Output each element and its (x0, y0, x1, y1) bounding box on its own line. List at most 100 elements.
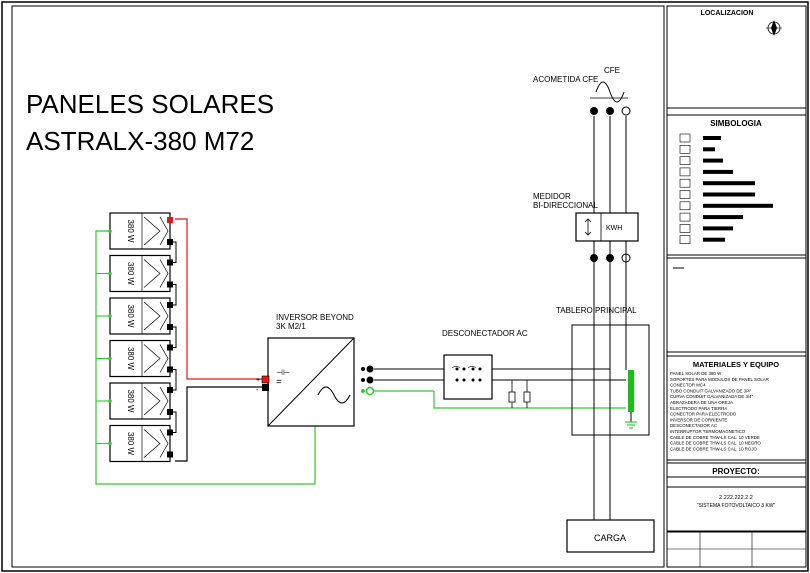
panel-terminal-negative (167, 239, 173, 245)
legend-row (679, 145, 715, 154)
materiales-title: MATERIALES Y EQUIPO (693, 360, 779, 369)
materiales-item: ELECTRODO PARA TIERRA (670, 406, 727, 411)
proyecto-code: 2.222.222.2.2 (719, 495, 753, 501)
ac-disconnect: ⌒ ⌒ (443, 354, 493, 400)
legend-text-bar (703, 215, 743, 220)
legend-row (679, 224, 733, 233)
legend-symbol-icon (679, 201, 691, 211)
legend-row (679, 212, 743, 222)
carga-box (566, 519, 655, 553)
legend-symbol-icon (679, 156, 691, 165)
legend-symbol-icon (679, 145, 691, 154)
panel-terminal-positive (167, 217, 173, 223)
legend-text-bar (703, 203, 773, 208)
materiales-item: ABRAZADERA DE UNA OREJA (670, 400, 733, 405)
panel-terminal-negative (167, 366, 173, 373)
legend-symbol-icon (679, 167, 691, 177)
panel-rating-label: 380 W (126, 432, 135, 456)
solar-panel: 380 W (96, 424, 173, 463)
bidirectional-meter (575, 212, 639, 242)
legend-row (679, 201, 773, 211)
legend-symbol-icon (679, 235, 691, 244)
series-jumper (173, 284, 177, 306)
legend-text-bar (703, 192, 755, 197)
legend-row (679, 156, 723, 165)
localizacion-label: LOCALIZACION (701, 10, 754, 17)
solar-panel: 380 W (96, 297, 177, 348)
panel-terminal-positive (167, 302, 173, 308)
simbologia-legend (679, 133, 773, 244)
legend-symbol-icon (679, 178, 691, 188)
panel-rating-label: 380 W (126, 219, 135, 243)
series-jumper (173, 369, 177, 391)
meter-label-1: MEDIDOR (533, 192, 571, 201)
solar-panel: 380 W (96, 254, 177, 306)
legend-text-bar (703, 237, 725, 242)
materiales-item: SOPORTES PARA MODULOS DE PANEL SOLAR (670, 377, 769, 382)
materiales-item: CABLE DE COBRE THW-LS CAL. 10 ROJO (670, 446, 758, 451)
legend-symbol-icon (679, 224, 691, 233)
ground-bus (628, 370, 634, 412)
legend-symbol-icon (679, 133, 691, 143)
panel-terminal-negative (167, 409, 173, 415)
panel-terminal-positive (167, 259, 173, 266)
acometida-label: ACOMETIDA CFE (533, 75, 598, 84)
tablero-ground-wire (433, 391, 626, 409)
legend-symbol-icon (679, 190, 691, 199)
panel-rating-label: 380 W (126, 347, 135, 371)
legend-row (679, 190, 755, 199)
materiales-item: CABLE DE COBRE THW-LS CAL. 10 VERDE (670, 435, 760, 440)
dc-positive-wire (175, 218, 262, 380)
panel-terminal-positive (167, 387, 173, 393)
proyecto-name: "SISTEMA FOTOVOLTAICO 3 KW" (697, 503, 776, 509)
legend-text-bar (703, 169, 733, 174)
legend-text-bar (703, 147, 715, 152)
legend-text-bar (703, 181, 755, 186)
svg-text:⊣⊢: ⊣⊢ (276, 368, 290, 377)
inverter-label-2: 3K M2/1 (276, 322, 306, 331)
panel-terminal-positive (167, 429, 173, 436)
meter-label-2: BI-DIRECCIONAL (533, 201, 598, 210)
materiales-item: INVERSOR DE CORRIENTE (670, 417, 727, 422)
panel-terminal-negative (167, 281, 173, 288)
solar-panel: 380 W (96, 339, 177, 391)
series-jumper (173, 241, 177, 263)
panel-rating-label: 380 W (126, 304, 135, 328)
proyecto-label: PROYECTO: (712, 467, 759, 476)
title-line-1: PANELES SOLARES (26, 89, 274, 119)
solar-panel-string: 380 W 380 W 380 W 380 W 380 W 380 W (96, 212, 177, 463)
service-terminals (590, 106, 631, 263)
legend-row (679, 133, 721, 143)
legend-row (679, 178, 755, 188)
series-jumper (173, 411, 177, 433)
simbologia-label: SIMBOLOGIA (710, 119, 762, 128)
materiales-item: CONECTOR PARA ELECTRODO (670, 412, 737, 417)
panel-rating-label: 380 W (126, 262, 135, 286)
legend-text-bar (703, 158, 723, 163)
inverter-output-terminals (361, 365, 375, 396)
materiales-item: CURVA CONDUIT GALVANIZADA DE 3/4" (670, 394, 754, 399)
panel-rating-label: 380 W (126, 389, 135, 413)
materiales-item: PANEL SOLAR DE 380 W (670, 371, 722, 376)
materiales-item: TUBO CONDUIT GALVANIZADO DE 3/4" (670, 388, 752, 393)
ground-symbol-icon (625, 421, 637, 429)
svg-text:-: - (256, 387, 259, 394)
legend-row (679, 235, 725, 244)
panel-terminal-negative (167, 324, 173, 330)
materiales-item: DESCONECTADOR AC (670, 423, 717, 428)
north-arrow-icon (766, 20, 782, 36)
svg-text:+: + (256, 377, 260, 384)
title-block (666, 5, 807, 568)
title-line-2: ASTRALX-380 M72 (26, 126, 254, 156)
materiales-item: CONECTOR MC4 (670, 383, 706, 388)
svg-text:⌒: ⌒ (468, 366, 476, 375)
legend-row (679, 167, 733, 177)
disconnect-label: DESCONECTADOR AC (442, 329, 528, 338)
inverter-label-1: INVERSOR BEYOND (276, 313, 354, 322)
carga-label: CARGA (594, 533, 626, 543)
tablero-label: TABLERO PRINCIPAL (556, 306, 637, 315)
kwh-label: KWH (606, 225, 622, 232)
materiales-item: INTERRUPTOR TERMOMAGNETICO (670, 429, 746, 434)
